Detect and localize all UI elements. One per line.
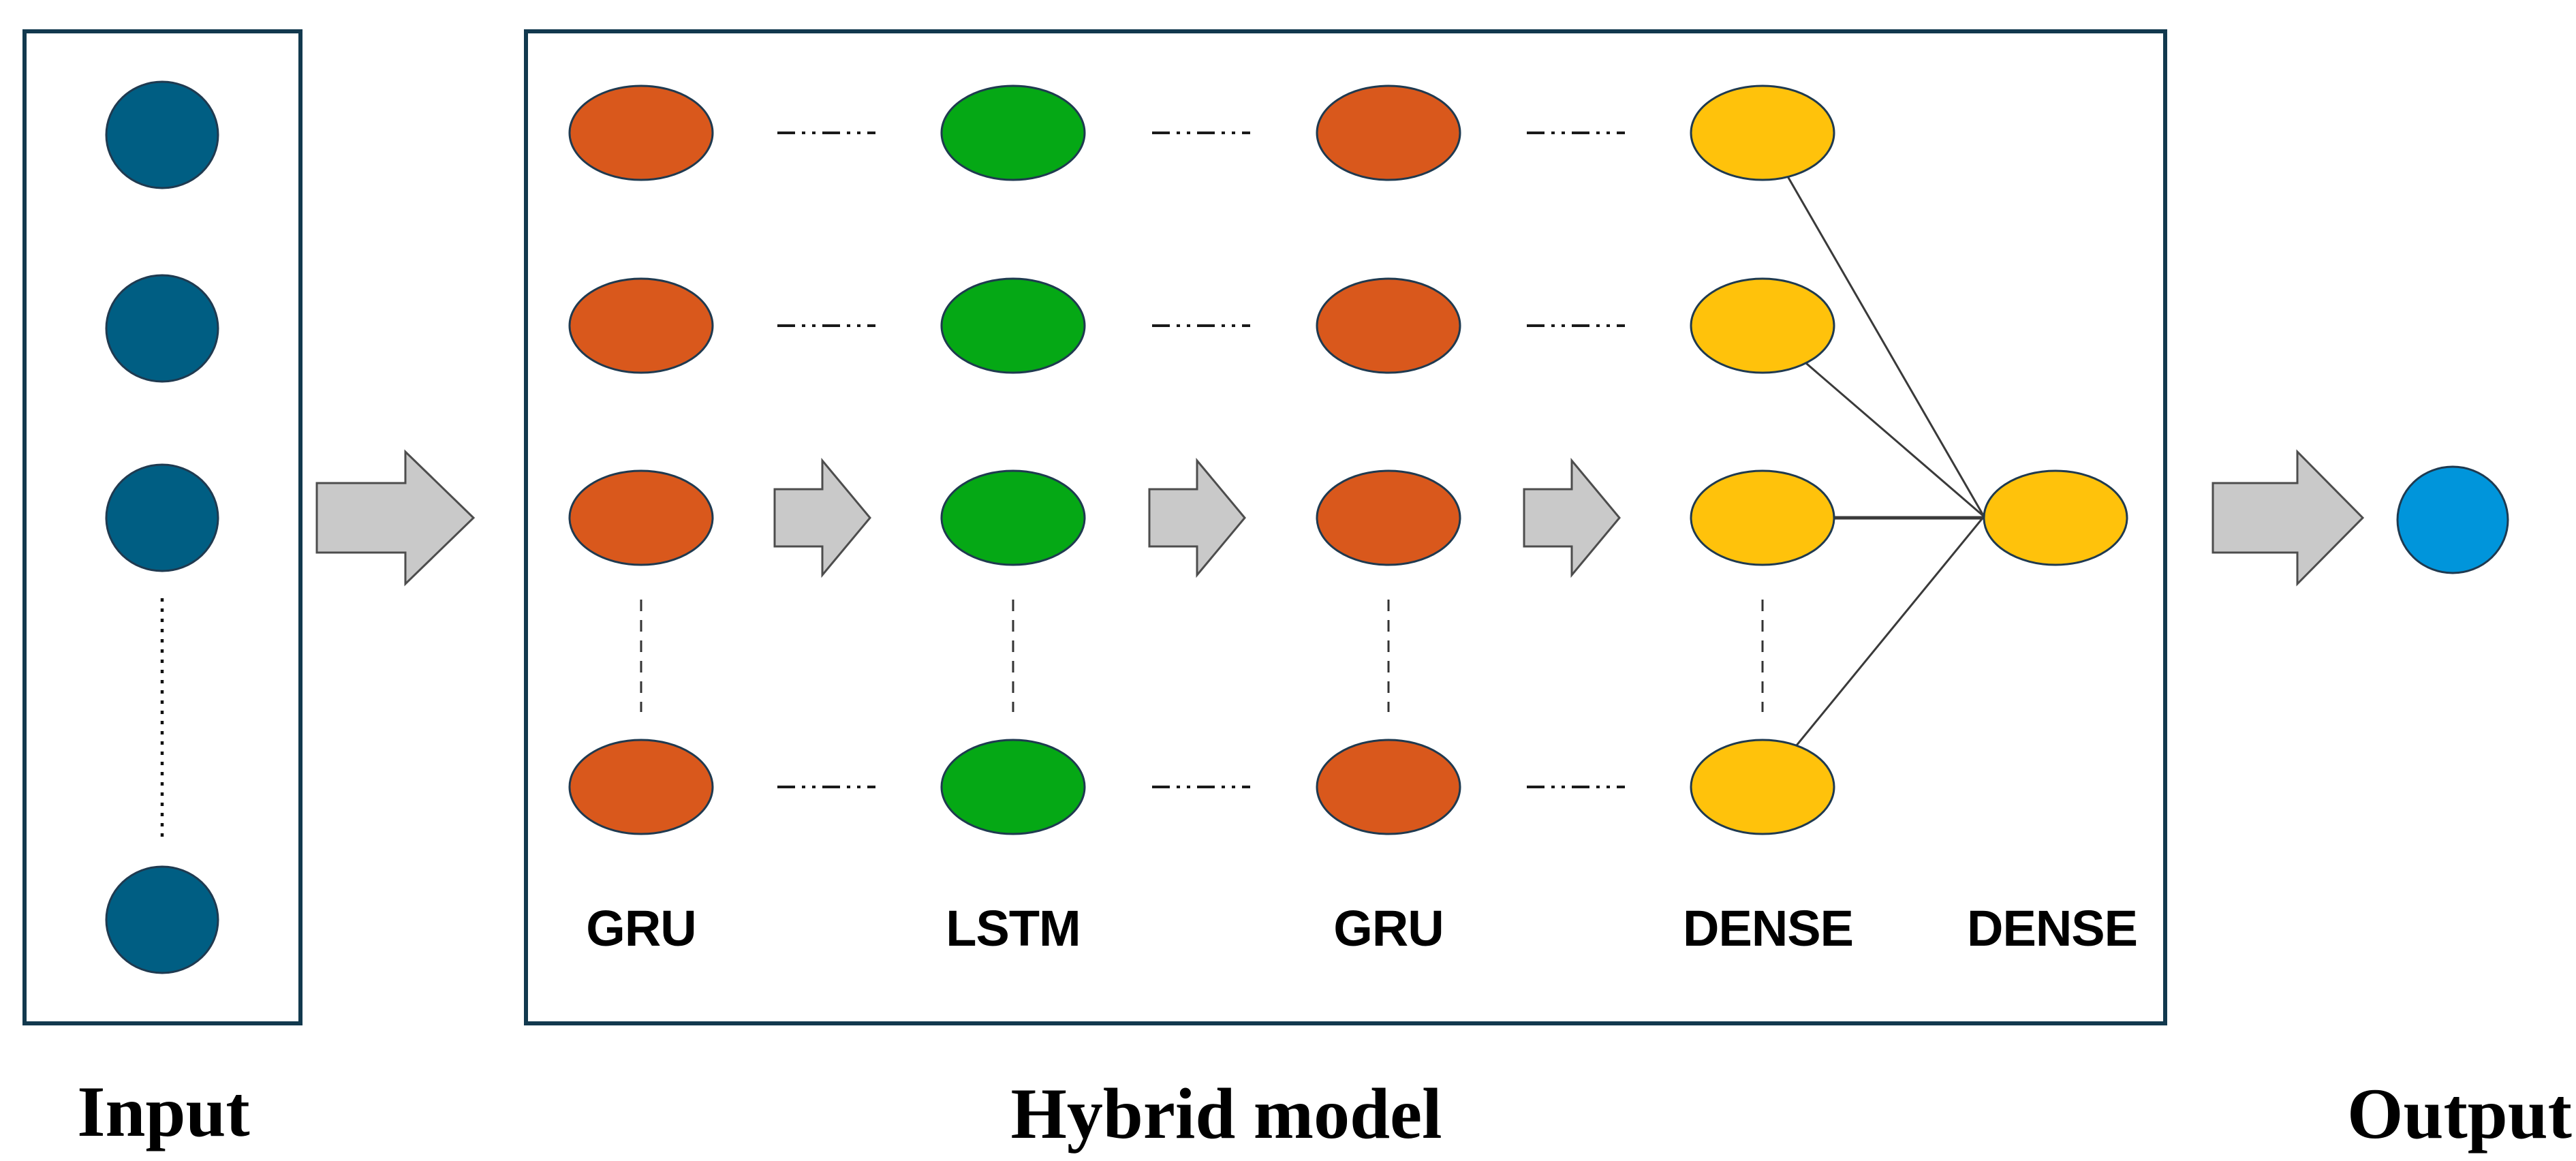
input-node-group <box>105 80 219 974</box>
dense1-node-4 <box>1690 739 1835 835</box>
gru1-node-4 <box>568 739 714 835</box>
output-label: Output <box>2347 1074 2572 1154</box>
layer-connectors <box>777 131 1625 788</box>
layer-label-lstm: LSTM <box>946 900 1080 957</box>
layer-label-gru1: GRU <box>586 900 696 957</box>
gru2-node-2 <box>1316 277 1461 374</box>
gru2-node-3 <box>1316 469 1461 566</box>
hybrid-model-label: Hybrid model <box>1010 1074 1442 1154</box>
gru1-node-group <box>568 84 714 835</box>
layer-label-gru2: GRU <box>1333 900 1443 957</box>
dense1-node-3 <box>1690 469 1835 566</box>
arrow-hybrid-to-output-icon <box>2212 449 2365 587</box>
input-label: Input <box>77 1072 249 1151</box>
dense1-node-1 <box>1690 84 1835 181</box>
gru2-node-1 <box>1316 84 1461 181</box>
dense-connection-line-4 <box>1761 516 1985 788</box>
input-node-4 <box>105 865 219 974</box>
lstm-node-2 <box>940 277 1086 374</box>
input-node-2 <box>105 274 219 383</box>
inter-layer-arrows <box>773 457 1621 578</box>
arrow-lstm-to-gru2-icon <box>1148 457 1246 578</box>
gru1-node-1 <box>568 84 714 181</box>
output-node-group <box>2396 465 2509 574</box>
gru2-node-4 <box>1316 739 1461 835</box>
dense1-node-group <box>1690 84 1835 835</box>
input-node-1 <box>105 80 219 189</box>
dense2-node-1 <box>1983 469 2128 566</box>
gru2-node-group <box>1316 84 1461 835</box>
lstm-node-4 <box>940 739 1086 835</box>
output-node <box>2396 465 2509 574</box>
arrow-gru2-to-dense-icon <box>1523 457 1621 578</box>
dense1-node-2 <box>1690 277 1835 374</box>
layer-labels: GRU LSTM GRU DENSE DENSE <box>586 900 2138 957</box>
lstm-node-3 <box>940 469 1086 566</box>
layer-label-dense2: DENSE <box>1967 900 2137 957</box>
dense-connection-line-1 <box>1761 132 1985 517</box>
gru1-node-2 <box>568 277 714 374</box>
arrow-input-to-hybrid-icon <box>315 449 476 587</box>
dense2-node-group <box>1983 469 2128 566</box>
lstm-node-group <box>940 84 1086 835</box>
lstm-node-1 <box>940 84 1086 181</box>
layer-label-dense1: DENSE <box>1683 900 1853 957</box>
input-node-3 <box>105 463 219 572</box>
arrow-gru1-to-lstm-icon <box>773 457 871 578</box>
gru1-node-3 <box>568 469 714 566</box>
